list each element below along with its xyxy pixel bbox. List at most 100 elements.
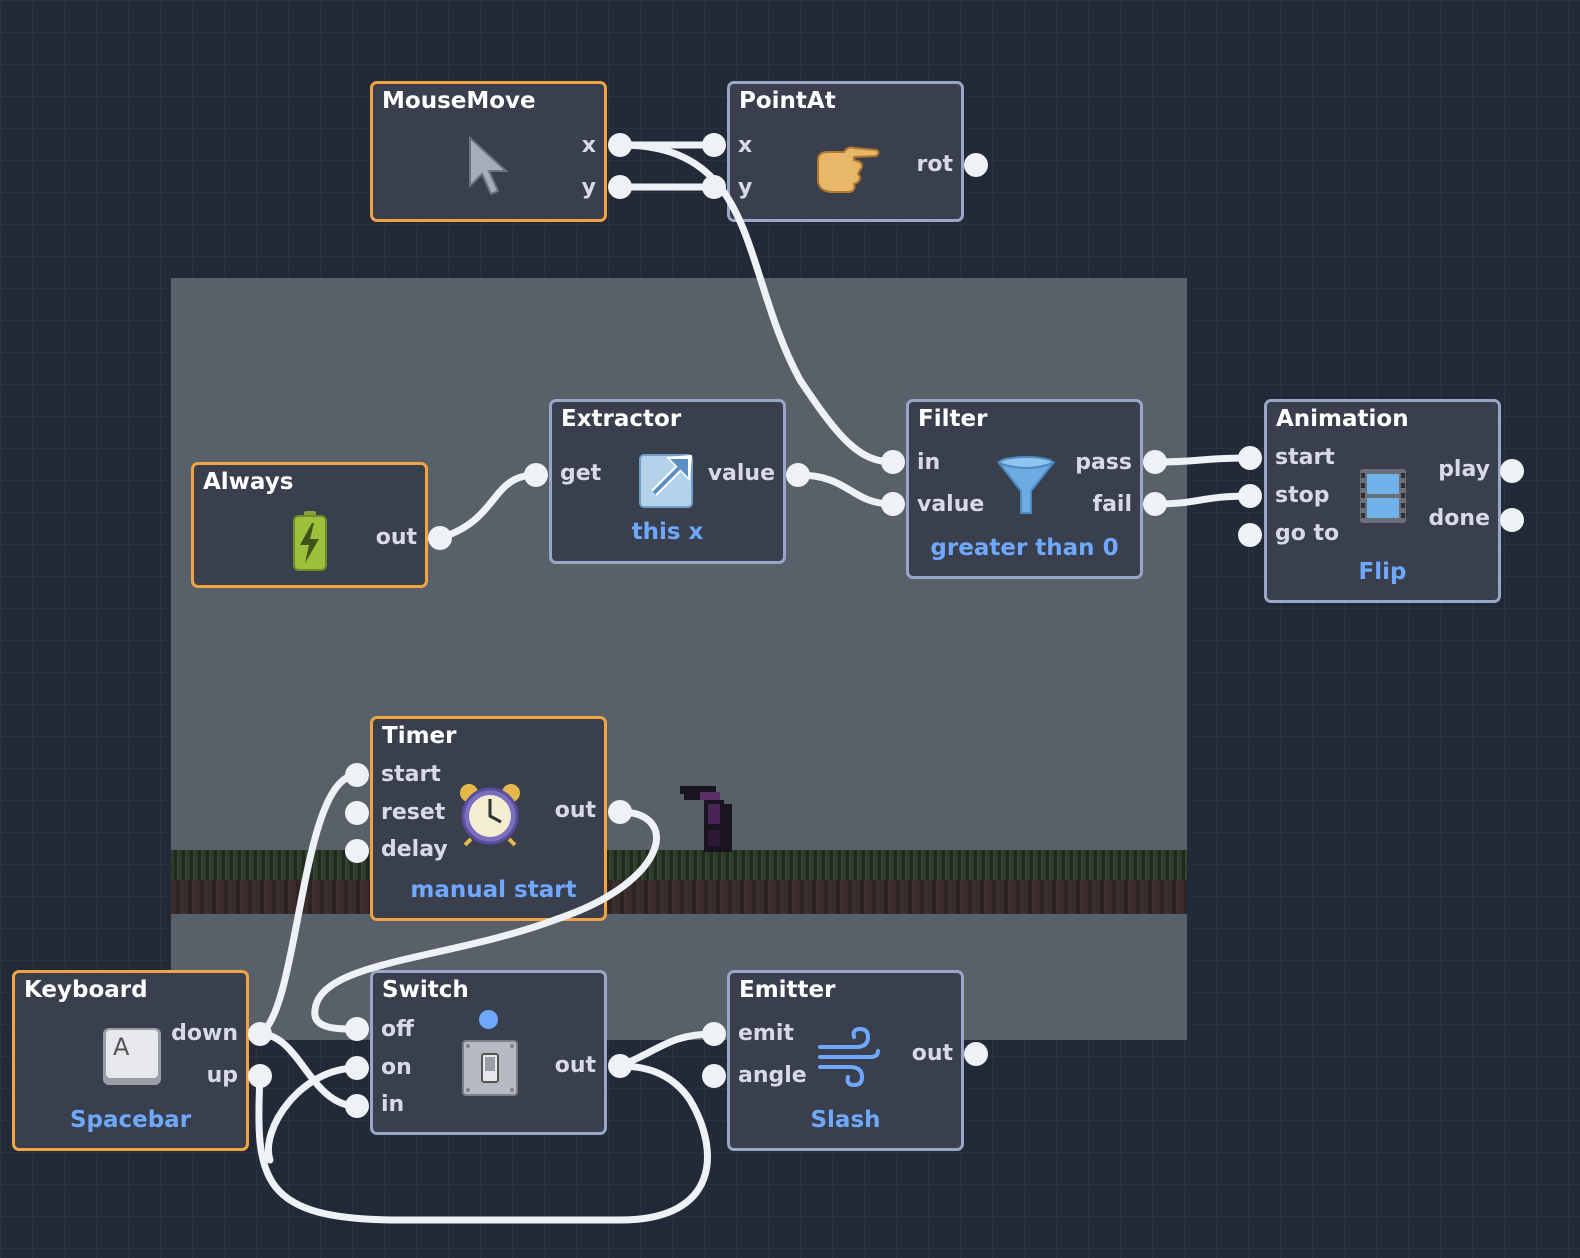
node-keyboard[interactable]: Keyboard A down up Spacebar <box>12 970 249 1151</box>
port-label-reset: reset <box>381 800 446 825</box>
node-title: MouseMove <box>382 88 536 114</box>
port-emitter-out[interactable] <box>964 1042 988 1066</box>
port-label-stop: stop <box>1275 483 1330 508</box>
port-switch-out[interactable] <box>608 1054 632 1078</box>
node-title: Extractor <box>561 406 682 432</box>
alarm-clock-icon <box>457 781 523 851</box>
port-switch-on[interactable] <box>345 1056 369 1080</box>
port-label-emit: emit <box>738 1021 794 1046</box>
port-switch-in[interactable] <box>345 1094 369 1118</box>
port-filter-in[interactable] <box>881 450 905 474</box>
port-label-get: get <box>560 461 602 486</box>
node-param[interactable]: Slash <box>810 1107 881 1133</box>
node-param[interactable]: greater than 0 <box>930 535 1119 561</box>
wire-mousemove-x-filter-in <box>616 141 897 466</box>
port-mousemove-x[interactable] <box>608 133 632 157</box>
node-param[interactable]: manual start <box>410 877 577 903</box>
wire-keyboard-up-switch-on <box>255 1062 711 1224</box>
port-emitter-emit[interactable] <box>702 1022 726 1046</box>
key-glyph: A <box>113 1033 130 1061</box>
wire-switch-out-emitter-emit <box>616 1030 718 1070</box>
port-label-off: off <box>381 1017 414 1042</box>
port-label-pass: pass <box>1075 450 1132 475</box>
node-pointat[interactable]: PointAt x y rot <box>727 81 964 222</box>
wire-always-extractor <box>436 471 540 542</box>
funnel-icon <box>996 455 1056 519</box>
node-title: Always <box>203 469 294 495</box>
node-title: Animation <box>1276 406 1409 432</box>
node-timer[interactable]: Timer start reset delay out manual start <box>370 716 607 921</box>
port-extractor-get[interactable] <box>524 463 548 487</box>
node-title: Keyboard <box>24 977 148 1003</box>
port-timer-reset[interactable] <box>345 801 369 825</box>
port-animation-play[interactable] <box>1500 459 1524 483</box>
port-label-fail: fail <box>1092 492 1133 517</box>
film-icon <box>1358 467 1408 529</box>
port-keyboard-down[interactable] <box>248 1022 272 1046</box>
node-mousemove[interactable]: MouseMove x y <box>370 81 607 222</box>
port-keyboard-up[interactable] <box>248 1064 272 1088</box>
port-timer-start[interactable] <box>345 763 369 787</box>
port-pointat-x[interactable] <box>702 133 726 157</box>
wire-keyboard-down-timer-start <box>256 771 361 1038</box>
battery-icon <box>290 509 330 577</box>
node-param[interactable]: Flip <box>1358 559 1407 585</box>
port-pointat-rot[interactable] <box>964 153 988 177</box>
wire-switch-on-loop <box>265 1064 361 1164</box>
port-animation-done[interactable] <box>1500 508 1524 532</box>
wire-filter-fail-animation-stop <box>1151 492 1254 508</box>
port-timer-out[interactable] <box>608 800 632 824</box>
wire-keyboard-down-switch-in <box>256 1030 361 1110</box>
port-label-value: value <box>707 461 775 486</box>
port-switch-off[interactable] <box>345 1017 369 1041</box>
port-mousemove-y[interactable] <box>608 175 632 199</box>
node-title: Switch <box>382 977 469 1003</box>
node-title: Filter <box>918 406 988 432</box>
node-title: Emitter <box>739 977 836 1003</box>
port-label-down: down <box>171 1021 238 1046</box>
node-title: PointAt <box>739 88 836 114</box>
node-animation[interactable]: Animation start stop go to play done Fli… <box>1264 399 1501 603</box>
node-param[interactable]: Spacebar <box>69 1107 192 1133</box>
port-filter-fail[interactable] <box>1143 492 1167 516</box>
port-animation-start[interactable] <box>1238 446 1262 470</box>
port-label-angle: angle <box>738 1063 807 1088</box>
port-label-x: x <box>738 133 753 158</box>
port-animation-go-to[interactable] <box>1238 523 1262 547</box>
wire-filter-pass-animation-start <box>1151 454 1254 466</box>
node-switch[interactable]: Switch off on in out <box>370 970 607 1135</box>
node-param[interactable]: this x <box>631 519 704 545</box>
port-timer-delay[interactable] <box>345 839 369 863</box>
port-emitter-angle[interactable] <box>702 1064 726 1088</box>
port-label-x: x <box>581 133 596 158</box>
port-label-y: y <box>738 175 753 200</box>
port-filter-value[interactable] <box>881 492 905 516</box>
port-always-out[interactable] <box>428 526 452 550</box>
cursor-icon <box>467 135 509 202</box>
port-label-start: start <box>381 762 441 787</box>
node-title: Timer <box>382 723 457 749</box>
node-extractor[interactable]: Extractor get value this x <box>549 399 786 564</box>
port-label-delay: delay <box>381 837 448 862</box>
port-extractor-value[interactable] <box>786 463 810 487</box>
port-label-y: y <box>581 175 596 200</box>
port-filter-pass[interactable] <box>1143 450 1167 474</box>
port-label-out: out <box>375 525 417 550</box>
key-icon: A <box>102 1026 162 1086</box>
status-indicator <box>479 1010 498 1029</box>
ground-tiles <box>171 850 1187 914</box>
node-filter[interactable]: Filter in value pass fail greater than 0 <box>906 399 1143 579</box>
port-label-out: out <box>554 1053 596 1078</box>
port-label-play: play <box>1438 457 1490 482</box>
port-label-rot: rot <box>916 152 953 177</box>
port-label-done: done <box>1428 506 1490 531</box>
port-pointat-y[interactable] <box>702 175 726 199</box>
wire-timer-out-switch-off <box>311 808 660 1033</box>
port-label-in: in <box>381 1092 405 1117</box>
port-animation-stop[interactable] <box>1238 484 1262 508</box>
wire-extractor-filter-value <box>794 471 897 508</box>
node-emitter[interactable]: Emitter emit angle out Slash <box>727 970 964 1151</box>
node-always[interactable]: Always out <box>191 462 428 588</box>
port-label-in: in <box>917 450 941 475</box>
